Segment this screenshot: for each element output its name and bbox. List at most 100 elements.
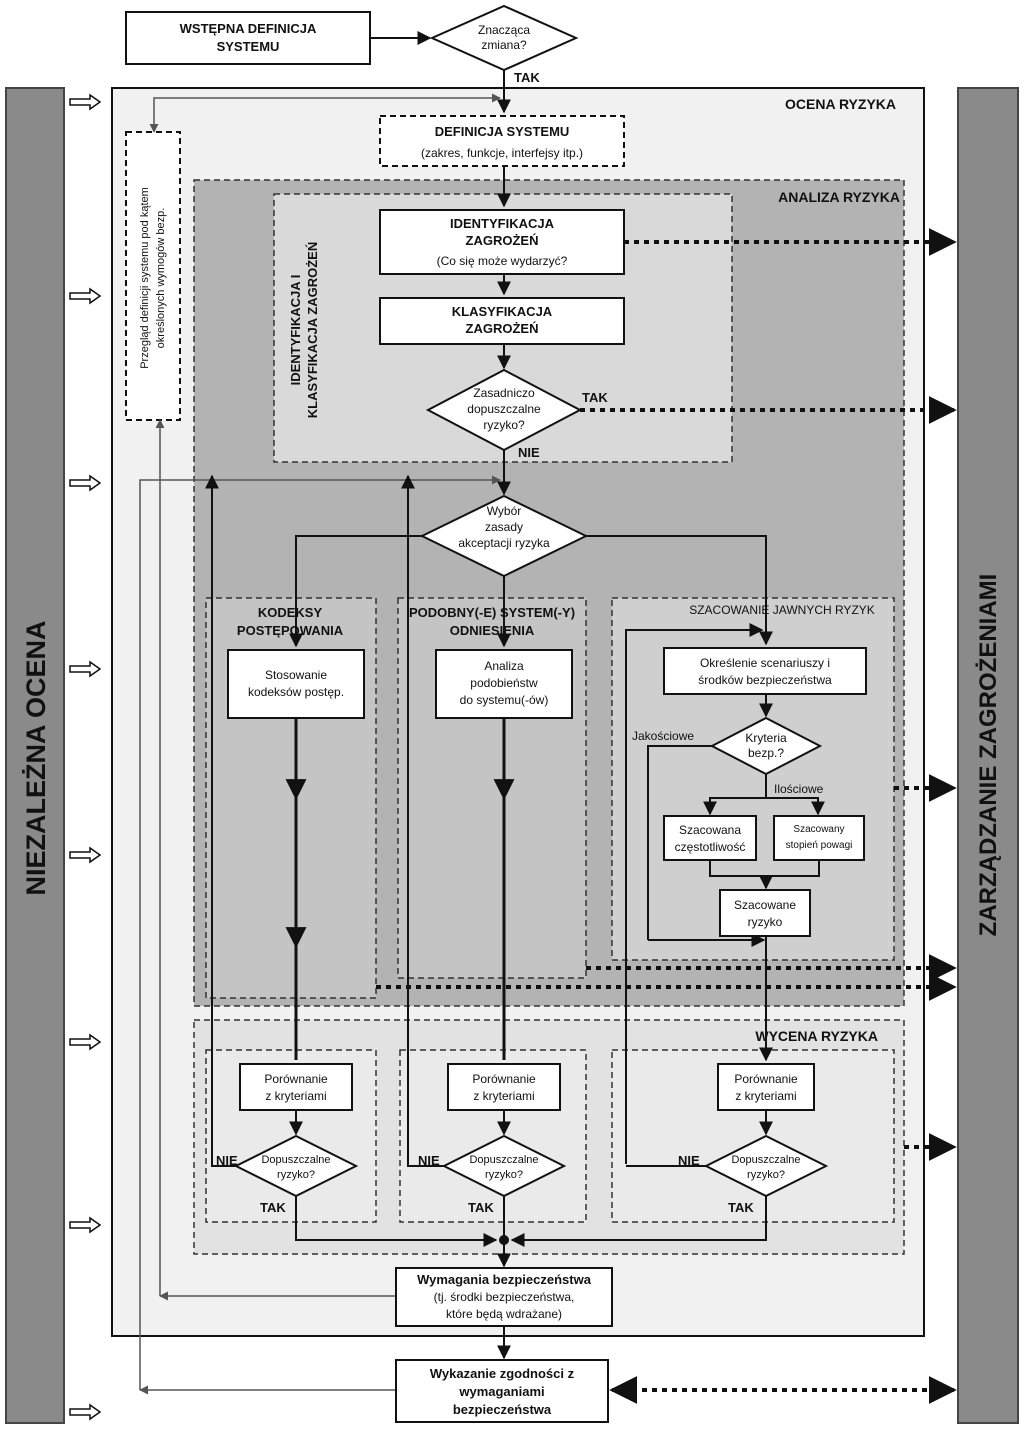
initial-definition-box (125, 11, 371, 65)
compare-explicit-line-1: Porównanie (734, 1072, 798, 1086)
compliance-line-2: wymaganiami (458, 1384, 544, 1399)
risk-assessment-label: OCENA RYZYKA (785, 96, 896, 112)
hazard-classification-line-2: ZAGROŻEŃ (466, 321, 539, 336)
codes-title-line-2: POSTĘPOWANIA (237, 623, 344, 638)
hazard-identification-line-2: ZAGROŻEŃ (466, 233, 539, 248)
system-review-line-2: określonych wymogów bezp. (155, 208, 167, 349)
compare-codes-line-1: Porównanie (264, 1072, 328, 1086)
criteria-line-1: Kryteria (745, 731, 787, 745)
codes-application-box (227, 649, 365, 719)
compliance-feedback-line (139, 475, 501, 1390)
acceptable-codes-line-2: ryzyko? (277, 1169, 315, 1181)
similar-box-line-1: Analiza (484, 659, 524, 673)
right-bar-label: ZARZĄDZANIE ZAGROŻENIAMI (975, 574, 1002, 937)
principle-line-1: Wybór (487, 504, 522, 518)
hollow-arrow-icon (69, 1216, 102, 1234)
acceptable-explicit-line-2: ryzyko? (747, 1169, 785, 1181)
initial-definition-line-1: WSTĘPNA DEFINICJA (180, 21, 317, 36)
compliance-line-3: bezpieczeństwa (453, 1402, 552, 1417)
hazard-identification-question: (Co się może wydarzyć? (437, 254, 568, 268)
compare-box-similar (447, 1063, 561, 1111)
hazard-identification-line-1: IDENTYFIKACJA (450, 216, 555, 231)
hollow-arrow-icon (69, 660, 102, 678)
hazard-identification-box (379, 209, 625, 275)
compare-codes-line-2: z kryteriami (265, 1089, 326, 1103)
frequency-line-2: częstotliwość (675, 840, 746, 854)
arrow-principle-to-explicit (586, 535, 773, 646)
acceptable-codes-line-1: Dopuszczalne (261, 1154, 330, 1166)
system-review-line-1: Przegląd definicji systemu pod kątem (139, 187, 151, 369)
compare-box-explicit (717, 1063, 815, 1111)
scenarios-line-2: środków bezpieczeństwa (698, 673, 832, 687)
hollow-arrow-icon (69, 474, 102, 492)
severity-box (773, 815, 865, 861)
similar-title-line-2: ODNIESIENIA (450, 623, 535, 638)
codes-box-line-2: kodeksów postęp. (248, 685, 344, 699)
codes-yes-line (295, 1196, 498, 1247)
estimated-line-1: Szacowane (734, 898, 796, 912)
scenarios-box (663, 647, 867, 695)
principle-line-3: akceptacji ryzyka (458, 536, 550, 550)
arrow-criteria-to-frequency (703, 774, 767, 816)
right-bar (957, 87, 1019, 1424)
quantitative-label: Ilościowe (774, 782, 824, 796)
review-feedback-line (149, 93, 501, 133)
hazard-region-label-1: IDENTYFIKACJA I (288, 275, 303, 386)
risk-analysis-label: ANALIZA RYZYKA (778, 189, 900, 205)
system-definition-subtitle: (zakres, funkcje, interfejsy itp.) (421, 146, 583, 160)
hollow-arrow-icon (69, 93, 102, 111)
criteria-line-2: bezp.? (748, 746, 784, 760)
explicit-feedback-line (625, 623, 764, 1164)
system-definition-box (379, 115, 625, 167)
left-bar (5, 87, 65, 1424)
broadly-acceptable-yes: TAK (582, 390, 608, 405)
compare-similar-line-1: Porównanie (472, 1072, 536, 1086)
frequency-join-line (709, 860, 766, 877)
requirements-line-2: które będą wdrażane) (446, 1307, 562, 1321)
similar-box-line-3: do systemu(-ów) (460, 693, 549, 707)
yes-similar: TAK (468, 1200, 494, 1215)
significant-change-line-1: Znacząca (478, 23, 530, 37)
acceptable-explicit-line-1: Dopuszczalne (731, 1154, 800, 1166)
hazard-classification-line-1: KLASYFIKACJA (452, 304, 553, 319)
frequency-line-1: Szacowana (679, 823, 741, 837)
qualitative-line (647, 745, 712, 940)
codes-title-line-1: KODEKSY (258, 605, 323, 620)
similar-feedback-line (401, 474, 444, 1167)
significant-change-line-2: zmiana? (481, 38, 527, 52)
requirements-line-1: (tj. środki bezpieczeństwa, (434, 1290, 575, 1304)
significant-change-yes: TAK (514, 70, 540, 85)
risk-evaluation-label: WYCENA RYZYKA (755, 1028, 878, 1044)
compliance-box (395, 1359, 609, 1423)
similarity-analysis-box (435, 649, 573, 719)
no-codes: NIE (216, 1153, 238, 1168)
requirements-title: Wymagania bezpieczeństwa (417, 1272, 592, 1287)
severity-line-1: Szacowany (793, 824, 844, 835)
arrow-principle-to-codes (289, 535, 422, 648)
acceptable-similar-line-1: Dopuszczalne (469, 1154, 538, 1166)
severity-line-2: stopień powagi (786, 840, 853, 851)
hazard-classification-box (379, 297, 625, 345)
yes-explicit: TAK (728, 1200, 754, 1215)
explicit-title: SZACOWANIE JAWNYCH RYZYK (689, 603, 875, 617)
severity-join-line (766, 860, 820, 877)
estimated-risk-box (719, 889, 811, 937)
broadly-acceptable-line-3: ryzyko? (483, 418, 525, 432)
similar-box-line-2: podobieństw (470, 676, 538, 690)
no-explicit: NIE (678, 1153, 700, 1168)
qualitative-label: Jakościowe (632, 729, 694, 743)
codes-feedback-line (205, 474, 236, 1167)
compare-similar-line-2: z kryteriami (473, 1089, 534, 1103)
estimated-line-2: ryzyko (748, 915, 783, 929)
left-bar-arrows (69, 93, 102, 1421)
principle-line-2: zasady (485, 520, 523, 534)
acceptable-similar-line-2: ryzyko? (485, 1169, 523, 1181)
compliance-line-1: Wykazanie zgodności z (430, 1366, 575, 1381)
hollow-arrow-icon (69, 846, 102, 864)
initial-definition-line-2: SYSTEMU (217, 39, 280, 54)
hollow-arrow-icon (69, 287, 102, 305)
compare-explicit-line-2: z kryteriami (735, 1089, 796, 1103)
similar-title-line-1: PODOBNY(-E) SYSTEM(-Y) (409, 605, 575, 620)
